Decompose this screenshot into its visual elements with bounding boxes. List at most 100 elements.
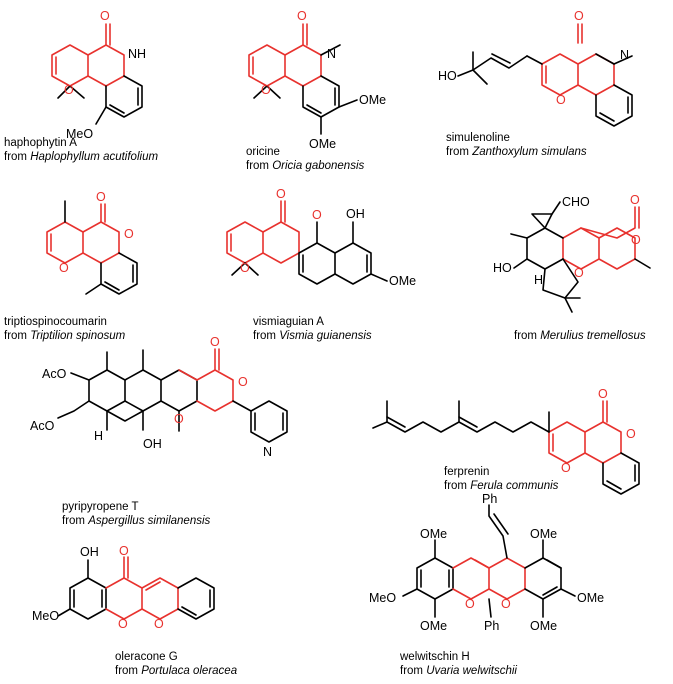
caption-pyripyropene-t: pyripyropene T from Aspergillus similane…	[62, 500, 210, 528]
structure-merulius: O O O CHO HO H	[493, 193, 651, 313]
atom-o: O	[119, 544, 129, 558]
atom-ome: OMe	[389, 274, 416, 288]
atom-o: O	[96, 190, 106, 204]
from-label: from	[62, 515, 89, 527]
source-species: Ferula communis	[470, 480, 559, 492]
caption-oleracone-g: oleracone G from Portulaca oleracea	[115, 650, 237, 678]
caption-simulenoline: simulenoline from Zanthoxylum simulans	[446, 131, 587, 159]
atom-n: N	[327, 47, 336, 61]
structure-simulenoline: O O N HO	[438, 9, 633, 127]
from-label: from	[4, 330, 31, 342]
source-species: Oricia gabonensis	[272, 160, 365, 172]
from-label: from	[4, 151, 31, 163]
atom-n: N	[263, 445, 272, 459]
caption-triptiospinocoumarin: triptiospinocoumarin from Triptilion spi…	[4, 315, 125, 343]
caption-haphophytin-a: haphophytin A from Haplophyllum acutifol…	[4, 136, 158, 164]
caption-merulius: from Merulius tremellosus	[514, 329, 646, 343]
atom-o: O	[626, 427, 636, 441]
atom-h: H	[94, 429, 103, 443]
atom-nh: NH	[128, 47, 146, 61]
atom-ome: OMe	[577, 591, 604, 605]
atom-o: O	[210, 335, 220, 349]
caption-ferprenin: ferprenin from Ferula communis	[444, 465, 558, 493]
source-species: Uvaria welwitschii	[426, 665, 517, 677]
atom-o: O	[100, 9, 110, 23]
atom-ome: OMe	[420, 527, 447, 541]
atom-o: O	[174, 412, 184, 426]
compound-name: simulenoline	[446, 132, 510, 144]
compound-name: oleracone G	[115, 651, 178, 663]
structure-vismiaguian-a: O O O OH OMe	[226, 187, 416, 288]
atom-cho: CHO	[562, 195, 590, 209]
caption-oricine: oricine from Oricia gabonensis	[246, 145, 364, 173]
from-label: from	[253, 330, 280, 342]
atom-o: O	[630, 193, 640, 207]
atom-o: O	[574, 9, 584, 23]
atom-o: O	[64, 83, 74, 97]
atom-o: O	[276, 187, 286, 201]
atom-o: O	[124, 227, 134, 241]
atom-o: O	[556, 93, 566, 107]
atom-o: O	[118, 617, 128, 631]
structure-pyripyropene-t: O O O N AcO AcO H OH	[30, 335, 288, 459]
compound-name: welwitschin H	[400, 651, 470, 663]
from-label: from	[514, 330, 541, 342]
compound-name: triptiospinocoumarin	[4, 316, 107, 328]
compound-name: haphophytin A	[4, 137, 77, 149]
atom-o: O	[598, 387, 608, 401]
atom-o: O	[574, 266, 584, 280]
atom-h: H	[534, 273, 543, 287]
compound-name: pyripyropene T	[62, 501, 139, 513]
from-label: from	[246, 160, 273, 172]
compound-name: ferprenin	[444, 466, 490, 478]
structure-haphophytin-a: O O NH MeO	[51, 9, 146, 141]
atom-o: O	[240, 261, 250, 275]
atom-o: O	[297, 9, 307, 23]
atom-ome: OMe	[359, 93, 386, 107]
atom-o: O	[261, 83, 271, 97]
atom-o: O	[238, 375, 248, 389]
atom-aco: AcO	[30, 419, 55, 433]
atom-o: O	[631, 233, 641, 247]
source-species: Vismia guianensis	[279, 330, 372, 342]
structure-triptiospinocoumarin: O O O	[46, 190, 138, 295]
source-species: Haplophyllum acutifolium	[30, 151, 159, 163]
structure-oricine: O O N OMe OMe	[248, 9, 386, 151]
structure-oleracone-g: O O O OH MeO	[32, 544, 215, 631]
atom-ph: Ph	[482, 492, 497, 506]
atom-ph: Ph	[484, 619, 499, 633]
atom-ho: HO	[493, 261, 512, 275]
atom-ome: OMe	[420, 619, 447, 633]
atom-oh: OH	[143, 437, 162, 451]
atom-o: O	[154, 617, 164, 631]
atom-oh: OH	[346, 207, 365, 221]
atom-o: O	[465, 597, 475, 611]
from-label: from	[115, 665, 142, 677]
caption-welwitschin-h: welwitschin H from Uvaria welwitschii	[400, 650, 517, 678]
structure-welwitschin-h: O O Ph Ph OMe MeO OMe OMe OMe OMe	[369, 492, 604, 633]
atom-oh: OH	[80, 545, 99, 559]
compound-name: oricine	[246, 146, 280, 158]
structure-ferprenin: O O O	[372, 387, 640, 495]
caption-vismiaguian-a: vismiaguian A from Vismia guianensis	[253, 315, 372, 343]
source-species: Triptilion spinosum	[30, 330, 126, 342]
atom-o: O	[312, 208, 322, 222]
atom-ho: HO	[438, 69, 457, 83]
atom-ome: OMe	[530, 619, 557, 633]
atom-meo: MeO	[32, 609, 59, 623]
source-species: Merulius tremellosus	[540, 330, 646, 342]
atom-ome: OMe	[530, 527, 557, 541]
atom-o: O	[501, 597, 511, 611]
atom-n: N	[620, 48, 629, 62]
source-species: Zanthoxylum simulans	[472, 146, 587, 158]
atom-aco: AcO	[42, 367, 67, 381]
source-species: Aspergillus similanensis	[88, 515, 211, 527]
from-label: from	[400, 665, 427, 677]
from-label: from	[444, 480, 471, 492]
atom-o: O	[561, 461, 571, 475]
atom-ome: OMe	[309, 137, 336, 151]
source-species: Portulaca oleracea	[141, 665, 238, 677]
from-label: from	[446, 146, 473, 158]
atom-meo: MeO	[66, 127, 93, 141]
